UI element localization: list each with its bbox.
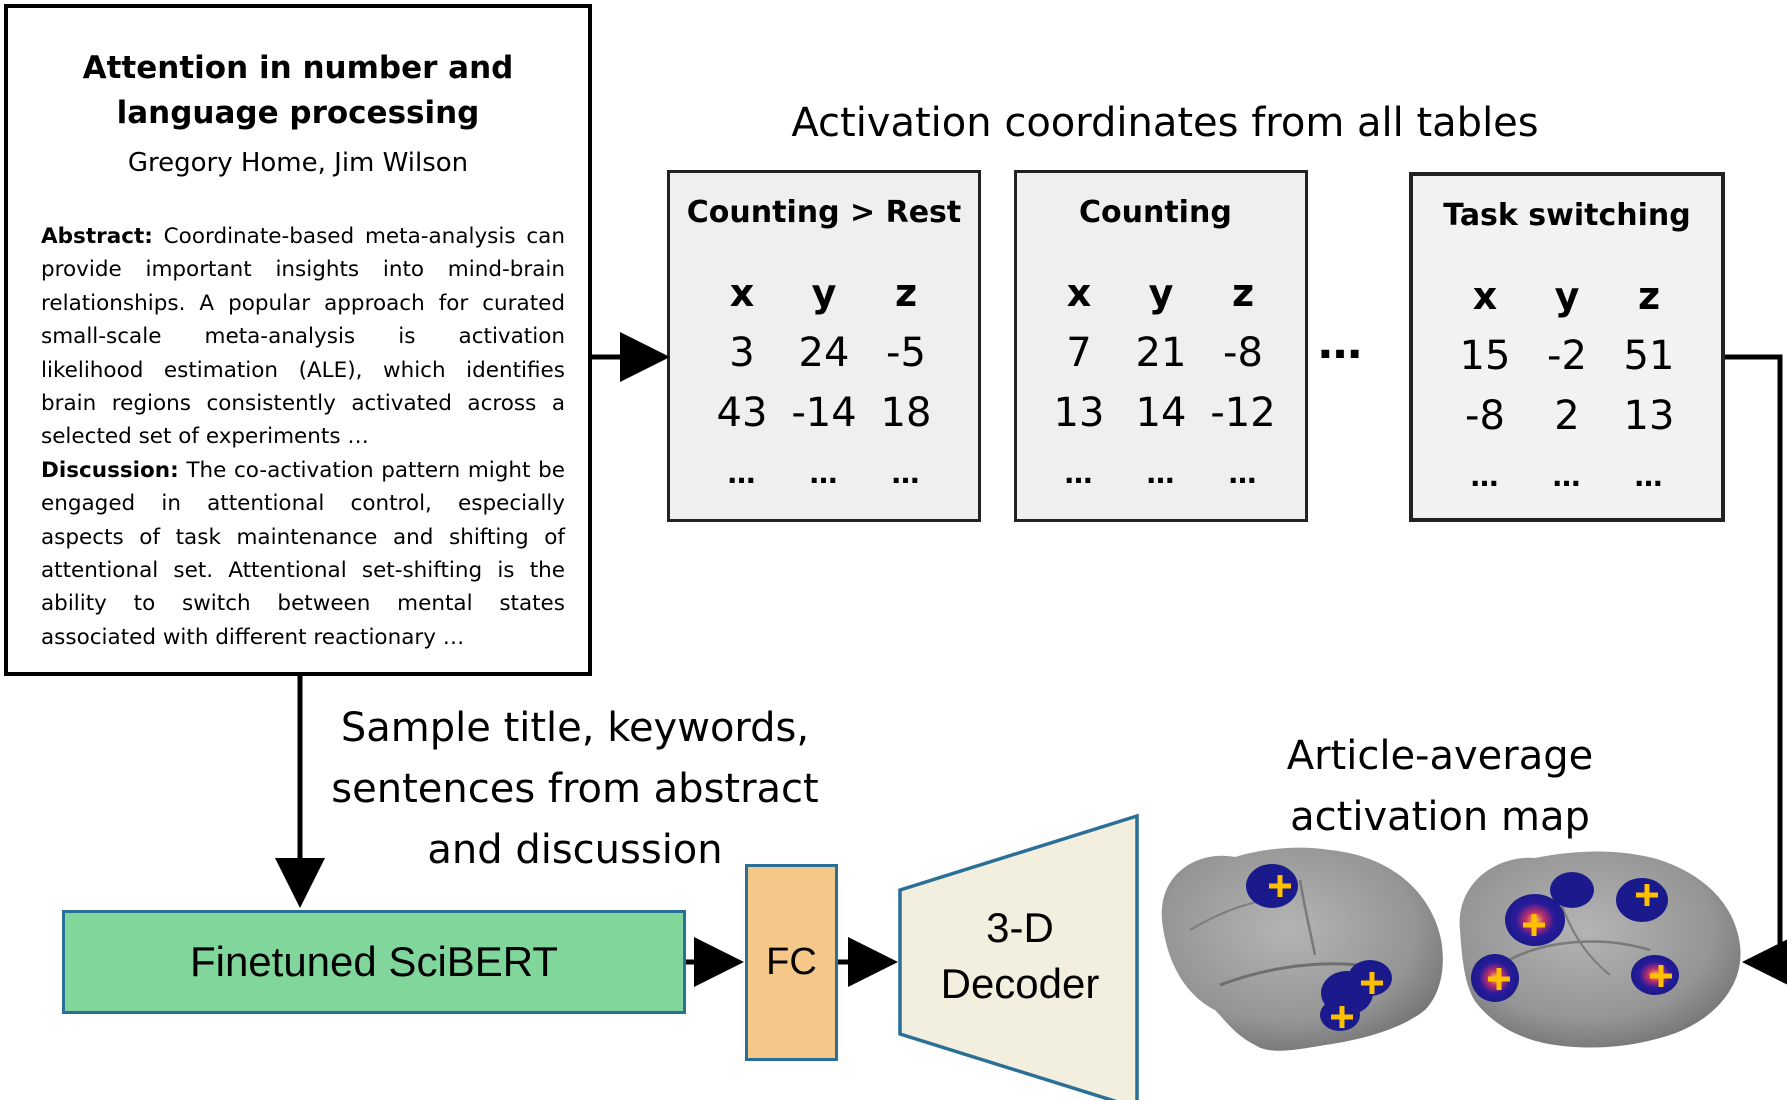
decoder-label-line-1: 3-D — [986, 904, 1054, 951]
activation-map-title: Article-average activation map — [1230, 726, 1650, 848]
table-title: Counting > Rest — [686, 195, 962, 230]
table-header-y: y — [1148, 271, 1174, 315]
table-cell: 21 — [1135, 330, 1187, 376]
table-header-x: x — [729, 271, 755, 315]
table-cell: -2 — [1547, 333, 1587, 379]
table-cell: 15 — [1459, 333, 1511, 379]
sample-text-line-1: Sample title, keywords, — [340, 705, 810, 751]
table-header-x: x — [1066, 271, 1092, 315]
table-cell: … — [727, 456, 757, 490]
decoder-label-line-2: Decoder — [940, 960, 1100, 1007]
coord-table-counting-rest: Counting > Rest x y z 3 24 -5 43 -14 18 … — [667, 170, 981, 522]
table-cell: 51 — [1623, 333, 1675, 379]
brain-left-peaks — [1269, 875, 1383, 1028]
table-cell: … — [1552, 459, 1582, 493]
discussion-text: The co-activation pattern might be engag… — [41, 457, 565, 650]
fc-box: FC — [745, 864, 838, 1061]
sample-text: Sample title, keywords, sentences from a… — [295, 698, 855, 881]
table-header-y: y — [1554, 274, 1580, 318]
discussion-label: Discussion: — [41, 457, 179, 483]
sample-text-line-2: sentences from abstract — [331, 766, 819, 812]
sample-text-line-3: and discussion — [427, 827, 723, 873]
table-cell: -12 — [1210, 390, 1276, 436]
table-title: Task switching — [1443, 198, 1691, 233]
table-cell: 24 — [798, 330, 850, 376]
coord-table-counting: Counting x y z 7 21 -8 13 14 -12 … … … — [1014, 170, 1308, 522]
table-cell: … — [891, 456, 921, 490]
table-cell: … — [809, 456, 839, 490]
table-cell: … — [1634, 459, 1664, 493]
tables-heading: Activation coordinates from all tables — [791, 100, 1539, 146]
arrow-tables-to-map — [1725, 354, 1783, 965]
paper-title-line-2: language processing — [116, 95, 480, 131]
table-cell: 13 — [1623, 393, 1675, 439]
brain-right — [1459, 851, 1741, 1048]
coord-table-task-switching: Task switching x y z 15 -2 51 -8 2 13 … … — [1409, 172, 1725, 522]
abstract-label: Abstract: — [41, 224, 153, 249]
table-header-z: z — [894, 271, 918, 315]
table-header-y: y — [811, 271, 837, 315]
table-header-x: x — [1472, 274, 1498, 318]
table-cell: -14 — [791, 390, 857, 436]
table-cell: 3 — [729, 330, 755, 376]
decoder-label: 3-D Decoder — [900, 900, 1140, 1012]
map-title-line-2: activation map — [1290, 794, 1590, 840]
table-cell: 7 — [1066, 330, 1092, 376]
table-header-z: z — [1637, 274, 1661, 318]
paper-authors: Gregory Home, Jim Wilson — [127, 148, 469, 178]
table-title: Counting — [1079, 195, 1232, 230]
table-cell: -5 — [886, 330, 926, 376]
paper-box: Attention in number and language process… — [4, 4, 592, 676]
paper-title: Attention in number and language process… — [8, 46, 588, 136]
table-header-z: z — [1231, 271, 1255, 315]
table-cell: … — [1146, 456, 1176, 490]
table-cell: -8 — [1223, 330, 1263, 376]
paper-title-line-1: Attention in number and — [82, 50, 514, 86]
finetuned-scibert-box: Finetuned SciBERT — [62, 910, 686, 1014]
table-cell: … — [1064, 456, 1094, 490]
table-cell: 14 — [1135, 390, 1187, 436]
brain-right-peaks — [1488, 884, 1672, 990]
table-cell: … — [1228, 456, 1258, 490]
brain-left — [1161, 847, 1443, 1051]
abstract-text: Coordinate-based meta-analysis can provi… — [41, 224, 565, 450]
decoder-shape — [898, 813, 1139, 1100]
tables-ellipsis: … — [1318, 318, 1364, 369]
table-cell: 18 — [880, 390, 932, 436]
table-cell: … — [1470, 459, 1500, 493]
paper-text: Abstract: Coordinate-based meta-analysis… — [41, 220, 565, 654]
map-title-line-1: Article-average — [1286, 733, 1594, 779]
table-cell: 13 — [1053, 390, 1105, 436]
table-cell: -8 — [1465, 393, 1505, 439]
table-cell: 43 — [716, 390, 768, 436]
table-cell: 2 — [1554, 393, 1580, 439]
